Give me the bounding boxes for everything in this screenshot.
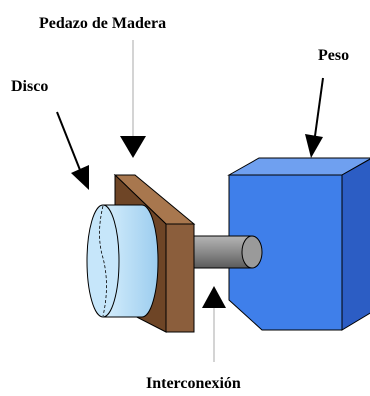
arrow-connection [202,286,226,362]
disk-face-seam [99,205,107,317]
disk-face [86,204,120,318]
arrow-disk [56,111,89,190]
wood-label: Pedazo de Madera [39,15,166,32]
connection-label: Interconexión [146,375,241,392]
weight-front-face [228,174,343,331]
weight-side-face [341,158,370,331]
weight-label: Peso [318,47,349,64]
weight-block [227,157,370,331]
arrow-wood [120,40,146,158]
disk-label: Disco [11,78,48,95]
wood-front-face [165,223,195,333]
arrow-weight [305,77,324,158]
disk [86,204,159,318]
connection-rod [191,235,263,269]
